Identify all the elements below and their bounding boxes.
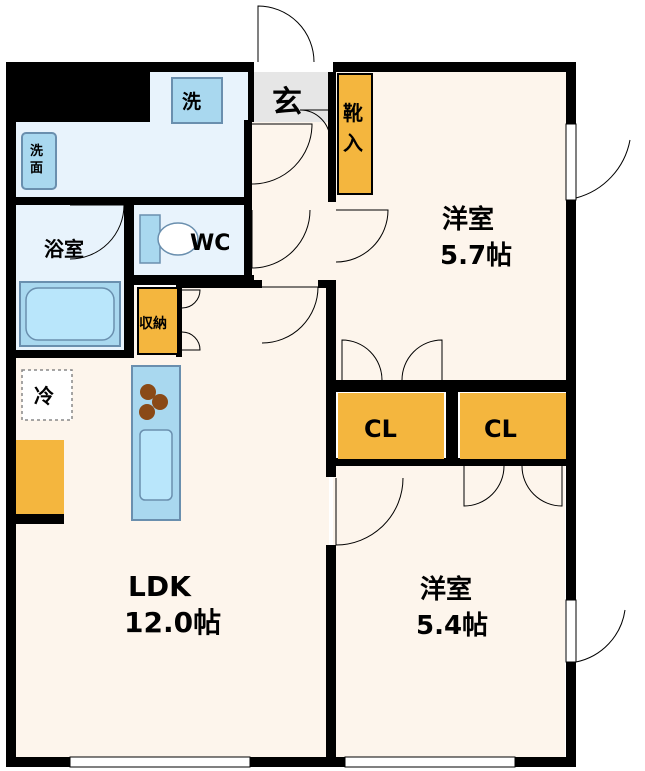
bedroom1-name: 洋室 (442, 204, 494, 235)
burner-1 (140, 384, 156, 400)
wall-entrance-left (248, 62, 254, 122)
wall-fridge-top (6, 358, 16, 524)
ldk-door (261, 286, 319, 344)
wash-basin-counter (21, 132, 57, 190)
room-labels: 玄 靴 入 洗 洗 面 浴室 WC 収納 冷 洋室 5.7帖 CL CL 洋室 … (30, 85, 517, 641)
wall-closet-mid (446, 388, 458, 462)
closet2-door-a (463, 465, 505, 507)
toilet-door (251, 209, 311, 269)
wall-center (328, 72, 336, 202)
wall-right-top (566, 62, 576, 124)
wall-center-bottom (326, 545, 336, 767)
closet2-label: CL (484, 415, 517, 443)
bathtub-inner (25, 287, 115, 341)
entrance-floor (253, 72, 333, 122)
window-bedroom1-side (565, 123, 577, 201)
bedroom2-size: 5.4帖 (416, 611, 488, 641)
wall-hall-ldk (318, 280, 332, 288)
closet2-box (460, 393, 566, 459)
bedroom2-floor (333, 462, 565, 757)
washer-label: 洗 (182, 90, 201, 113)
bathroom-label: 浴室 (44, 237, 84, 261)
window-ldk (69, 756, 251, 768)
washroom-door (251, 123, 313, 185)
bedroom2-name: 洋室 (420, 574, 472, 605)
balcony-door-2 (575, 600, 626, 663)
balcony-door-1 (575, 124, 631, 199)
wall-closet-bottom (333, 458, 576, 466)
shoe-storage (337, 73, 373, 195)
closet1-door-a (341, 339, 383, 381)
wall-right-mid (566, 200, 576, 600)
burner-3 (139, 404, 155, 420)
doors (69, 5, 631, 663)
window-bedroom2 (344, 756, 516, 768)
wall-top-block (6, 62, 150, 122)
entrance-label: 玄 (272, 85, 302, 120)
closet1-box (338, 393, 444, 459)
entrance-door (257, 5, 315, 63)
toilet-bowl (157, 222, 199, 256)
wall-washroom-right (244, 120, 252, 205)
toilet-label: WC (190, 231, 230, 256)
wall-bath-right (124, 197, 134, 357)
wall-kitchen-stub (6, 514, 64, 524)
washer-slot (171, 77, 223, 124)
bedroom1-door (335, 209, 389, 263)
wall-bottom (6, 757, 576, 767)
wall-bath-bottom (6, 350, 134, 358)
storage-door-a (181, 289, 201, 309)
bath-door (69, 204, 125, 260)
wash-basin-label-2: 面 (30, 161, 43, 176)
shoe-door (299, 109, 331, 141)
kitchen-sink (139, 429, 173, 501)
wall-bed1-bottom (333, 380, 576, 392)
bedroom2-door (335, 477, 404, 546)
fridge-space (21, 369, 73, 421)
fridge-label: 冷 (34, 384, 54, 408)
wall-ldk-top (180, 280, 262, 288)
wall-right-bottom (566, 662, 576, 767)
wall-top-mid (148, 62, 250, 72)
shoe-storage-label-1: 靴 (343, 101, 363, 125)
closet2-door-b (521, 465, 563, 507)
kitchen-storage (16, 440, 64, 514)
wall-toilet-right (244, 205, 252, 280)
storage-label: 収納 (139, 315, 167, 332)
ldk-name: LDK (128, 570, 192, 603)
wall-center-lower (326, 280, 336, 477)
windows (69, 123, 577, 768)
shoe-storage-label-2: 入 (343, 131, 363, 155)
window-bedroom2-side (565, 599, 577, 663)
walls (6, 62, 576, 767)
toilet-tank (139, 214, 161, 264)
fixtures (16, 73, 566, 521)
burner-2 (152, 394, 168, 410)
storage-closet (137, 287, 179, 355)
storage-door-b (181, 331, 201, 351)
wash-basin-label-1: 洗 (30, 143, 43, 159)
closet1-door-b (401, 339, 443, 381)
closet1-label: CL (364, 415, 397, 443)
wall-top-right (333, 62, 576, 72)
ldk-size: 12.0帖 (124, 606, 221, 639)
bedroom1-size: 5.7帖 (440, 241, 512, 271)
